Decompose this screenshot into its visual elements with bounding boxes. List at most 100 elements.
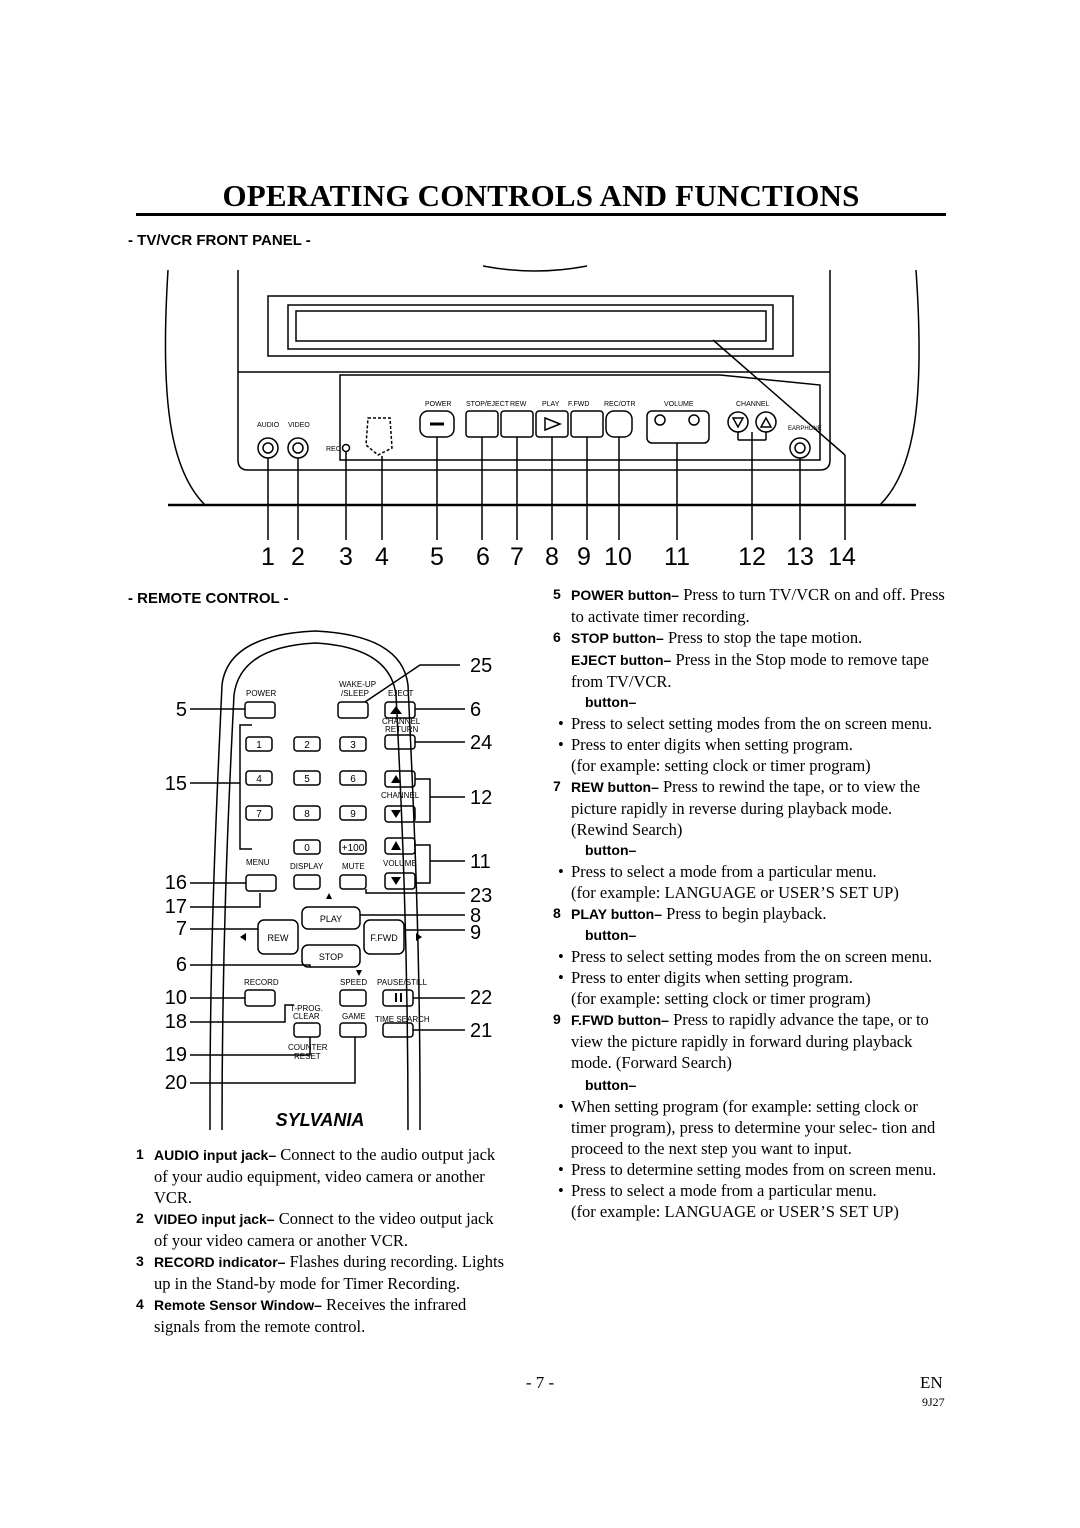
earphone-label: EARPHONE (788, 426, 822, 432)
remote-callout-11: 11 (470, 851, 491, 873)
remote-callout-15: 15 (165, 773, 187, 795)
remote-mute-label: MUTE (342, 862, 365, 871)
remote-menu-label: MENU (246, 858, 270, 867)
rew-label: REW (510, 401, 527, 408)
remote-callout-21: 21 (470, 1020, 492, 1042)
remote-digit-0: 0 (304, 843, 310, 854)
sub-heading-d: button– (585, 1077, 637, 1093)
video-jack-label: VIDEO (288, 422, 310, 429)
remote-digit-3: 3 (350, 740, 356, 751)
remote-callout-23: 23 (470, 885, 492, 907)
remote-eject-label: EJECT (388, 689, 413, 698)
page-title: OPERATING CONTROLS AND FUNCTIONS (222, 178, 860, 213)
bullet-c2: •Press to enter digits when setting prog… (558, 968, 871, 1008)
callout-9: 9 (577, 543, 591, 571)
remote-channel-return-label-2: RETURN (385, 725, 419, 734)
stop-eject-label: STOP/EJECT (466, 401, 510, 408)
rec-indicator-label: REC (326, 446, 341, 453)
bullet-a1: •Press to select setting modes from the … (558, 714, 933, 733)
bullet-a2: •Press to enter digits when setting prog… (558, 735, 871, 775)
front-panel-heading: - TV/VCR FRONT PANEL - (128, 232, 311, 249)
remote-channel-return-label-1: CHANNEL (382, 717, 421, 726)
title-rule (136, 213, 946, 216)
callout-11: 11 (664, 543, 690, 571)
remote-callout-9: 9 (470, 922, 481, 944)
remote-rew-label: REW (268, 933, 290, 943)
callout-10: 10 (604, 543, 632, 571)
callout-6: 6 (476, 543, 490, 571)
bullet-d1: •When setting program (for example: sett… (558, 1097, 936, 1158)
volume-label: VOLUME (664, 401, 694, 408)
power-label: POWER (425, 401, 451, 408)
front-panel-diagram: AUDIO VIDEO REC POWER STOP/EJECT REW PLA… (164, 265, 920, 571)
remote-stop-label: STOP (319, 952, 343, 962)
remote-callout-19: 19 (165, 1044, 187, 1066)
remote-digit-4: 4 (256, 774, 262, 785)
bullet-c1: •Press to select setting modes from the … (558, 947, 933, 966)
remote-game-label: GAME (342, 1012, 366, 1021)
sub-heading-b: button– (585, 842, 637, 858)
remote-callout-8: 8 (470, 905, 481, 927)
audio-jack-label: AUDIO (257, 422, 280, 429)
remote-callout-12: 12 (470, 787, 492, 809)
remote-callout-16: 16 (165, 872, 187, 894)
remote-callout-25: 25 (470, 655, 492, 677)
remote-callout-20: 20 (165, 1072, 187, 1094)
remote-callout-17: 17 (165, 896, 187, 918)
callout-12: 12 (738, 543, 766, 571)
callout-13: 13 (786, 543, 814, 571)
remote-speed-label: SPEED (340, 978, 367, 987)
remote-plus100: +100 (342, 843, 365, 854)
callout-14: 14 (828, 543, 856, 571)
callout-1: 1 (261, 543, 275, 571)
remote-reset-label: RESET (294, 1052, 321, 1061)
remote-heading: - REMOTE CONTROL - (128, 590, 289, 607)
remote-callout-22: 22 (470, 987, 492, 1009)
callout-4: 4 (375, 543, 389, 571)
remote-display-label: DISPLAY (290, 862, 324, 871)
remote-digit-2: 2 (304, 740, 310, 751)
callout-3: 3 (339, 543, 353, 571)
sub-heading-c: button– (585, 927, 637, 943)
document-code: 9J27 (922, 1395, 945, 1409)
ffwd-label: F.FWD (568, 401, 589, 408)
remote-play-label: PLAY (320, 914, 342, 924)
remote-callout-24: 24 (470, 732, 492, 754)
remote-time-search-label: TIME SEARCH (375, 1015, 430, 1024)
bullet-b1: •Press to select a mode from a particula… (558, 862, 899, 902)
remote-counter-label: COUNTER (288, 1043, 328, 1052)
sub-heading-a: button– (585, 694, 637, 710)
remote-digit-7: 7 (256, 809, 262, 820)
remote-callout-6r: 6 (470, 699, 481, 721)
remote-digit-8: 8 (304, 809, 310, 820)
remote-ffwd-label: F.FWD (370, 933, 398, 943)
remote-digit-9: 9 (350, 809, 356, 820)
remote-record-label: RECORD (244, 978, 279, 987)
remote-digit-1: 1 (256, 740, 262, 751)
callout-7: 7 (510, 543, 524, 571)
remote-clear-label: CLEAR (293, 1012, 320, 1021)
rec-otr-label: REC/OTR (604, 401, 636, 408)
remote-channel-label: CHANNEL (381, 791, 420, 800)
callout-5: 5 (430, 543, 444, 571)
bullet-d3: •Press to select a mode from a particula… (558, 1181, 899, 1221)
play-label: PLAY (542, 401, 560, 408)
remote-wakeup-label: WAKE-UP (339, 680, 376, 689)
remote-pause-still-label: PAUSE/STILL (377, 978, 428, 987)
remote-control-diagram: POWER WAKE-UP /SLEEP EJECT CHANNEL RETUR… (165, 630, 492, 1131)
remote-callout-5: 5 (176, 699, 187, 721)
remote-volume-label: VOLUME (383, 859, 417, 868)
remote-digit-6: 6 (350, 774, 356, 785)
remote-sleep-label: /SLEEP (341, 689, 369, 698)
bullet-d2: •Press to determine setting modes from o… (558, 1160, 937, 1179)
